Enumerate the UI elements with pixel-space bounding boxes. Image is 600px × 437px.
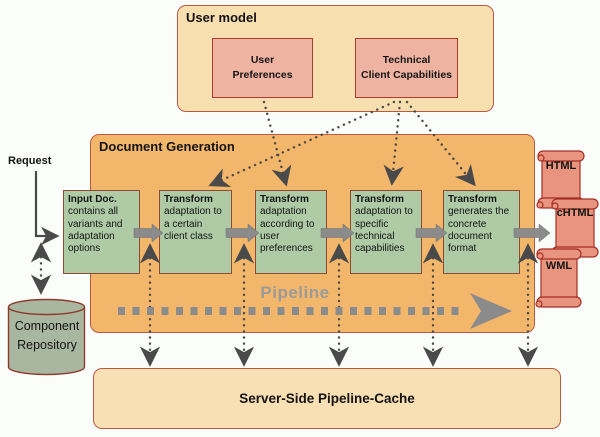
user-preferences-label: User Preferences	[232, 54, 293, 81]
stage-transform-tech-caps-body: adaptation to specific technical capabil…	[355, 206, 413, 255]
scroll-bottom-curl	[550, 249, 558, 257]
output-html-label: HTML	[545, 160, 577, 172]
scroll-bottom-roll	[536, 296, 582, 308]
pipeline-cache-panel: Server-Side Pipeline-Cache	[93, 368, 561, 429]
user-model-title: User model	[186, 10, 257, 25]
scroll-bottom-roll	[551, 246, 599, 258]
stage-transform-output-format-body: generates the concrete document format	[448, 206, 510, 255]
stage-transform-output-format-title: Transform	[448, 194, 497, 205]
stage-input-doc-body: contains all variants and adaptation opt…	[68, 206, 123, 255]
component-repository-label: Component Repository	[14, 319, 80, 352]
document-generation-title: Document Generation	[99, 139, 235, 154]
stage-transform-client-class: Transform adaptation to a certain client…	[159, 190, 232, 274]
pipeline-cache-title: Server-Side Pipeline-Cache	[239, 391, 415, 406]
user-preferences-box: User Preferences	[212, 38, 313, 98]
stage-transform-output-format: Transform generates the concrete documen…	[443, 190, 520, 274]
stage-input-doc: Input Doc. contains all variants and ada…	[63, 190, 140, 274]
technical-client-capabilities-label: Technical Client Capabilities	[360, 54, 453, 81]
scroll-top-curl	[536, 252, 544, 260]
scroll-bottom-curl	[535, 300, 543, 308]
output-chtml-label: cHTML	[556, 207, 594, 219]
stage-transform-client-class-title: Transform	[164, 194, 213, 205]
stage-transform-user-prefs: Transform adaptation according to user p…	[255, 190, 327, 274]
stage-transform-user-prefs-title: Transform	[260, 194, 309, 205]
stage-input-doc-title: Input Doc.	[68, 194, 117, 205]
request-arrow	[34, 171, 60, 246]
request-label: Request	[8, 155, 52, 167]
scroll-top-roll	[536, 248, 582, 260]
scroll-bottom-curl	[536, 201, 544, 209]
cylinder-top	[7, 298, 86, 316]
pipeline-label: Pipeline	[260, 283, 330, 302]
output-wml-label: WML	[545, 260, 573, 272]
document-scroll-wml	[535, 248, 582, 308]
stage-transform-tech-caps-title: Transform	[355, 194, 404, 205]
stage-transform-tech-caps: Transform adaptation to specific technic…	[350, 190, 422, 274]
stage-transform-client-class-body: adaptation to a certain client class	[164, 206, 222, 242]
stage-transform-user-prefs-body: adaptation according to user preferences	[260, 206, 315, 255]
technical-client-capabilities-box: Technical Client Capabilities	[355, 38, 458, 98]
